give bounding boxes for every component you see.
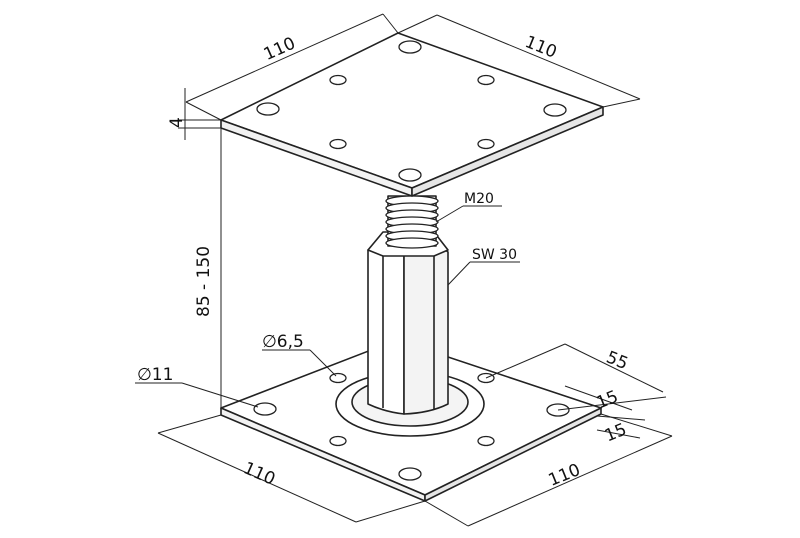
thread-rings <box>385 195 439 249</box>
dimension-lines <box>135 13 673 527</box>
small-hole-label: ∅6,5 <box>262 332 304 352</box>
top-hole-large-left <box>256 102 280 116</box>
height-range-label: 85 - 150 <box>194 246 214 317</box>
base-hole-large-front <box>398 467 422 481</box>
base-width-left-label: 110 <box>240 458 278 489</box>
base-plate <box>220 339 602 502</box>
base-hole-small-1 <box>329 372 347 384</box>
top-hole-small-2 <box>477 74 495 86</box>
wrench-size-label: SW 30 <box>472 247 517 263</box>
top-hole-large-front <box>398 168 422 182</box>
top-hole-large-right <box>543 103 567 117</box>
large-hole-label: ∅11 <box>137 365 173 385</box>
hex-tube <box>367 231 449 415</box>
base-hole-large-left <box>253 402 277 416</box>
plate-thickness-label: 4 <box>167 117 187 128</box>
hole-spacing-label: 55 <box>603 347 631 374</box>
base-hole-small-3 <box>329 435 347 447</box>
top-hole-small-4 <box>477 138 495 150</box>
top-hole-small-1 <box>329 74 347 86</box>
edge-offset-2-label: 15 <box>602 420 630 447</box>
top-hole-small-3 <box>329 138 347 150</box>
threaded-rod <box>385 195 439 249</box>
top-hole-large-back <box>398 40 422 54</box>
base-hole-small-4 <box>477 435 495 447</box>
top-width-right-label: 110 <box>522 32 560 63</box>
thread-label: M20 <box>464 191 494 207</box>
top-plate <box>220 32 604 197</box>
base-width-right-label: 110 <box>546 460 584 491</box>
